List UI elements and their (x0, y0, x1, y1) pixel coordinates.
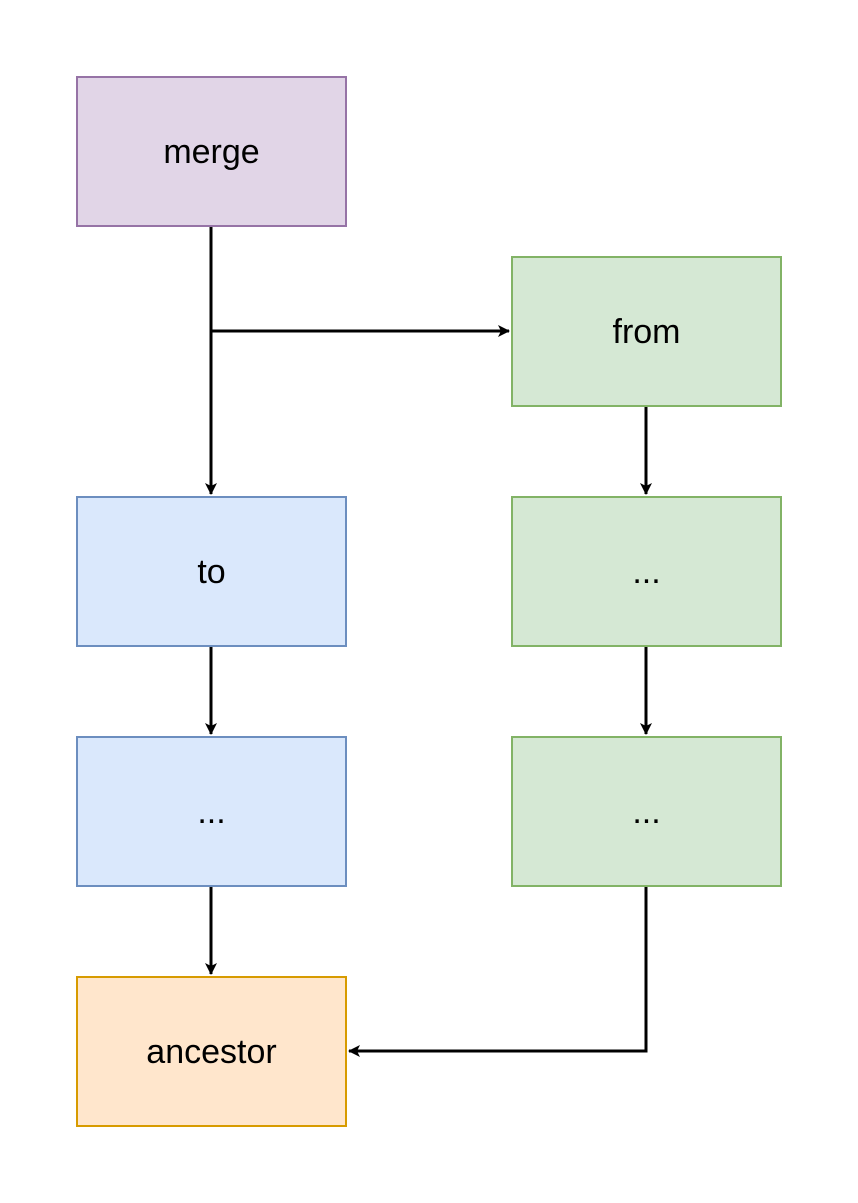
node-label: from (612, 312, 681, 351)
node-label: merge (163, 132, 260, 171)
node-label: to (197, 552, 226, 591)
node-label: ... (197, 792, 226, 831)
node-label: ... (632, 792, 661, 831)
node-label: ancestor (146, 1032, 277, 1071)
node-merge[interactable]: merge (76, 76, 347, 227)
node-to-ellipsis[interactable]: ... (76, 736, 347, 887)
node-from-ellipsis-1[interactable]: ... (511, 496, 782, 647)
node-to[interactable]: to (76, 496, 347, 647)
node-from[interactable]: from (511, 256, 782, 407)
node-label: ... (632, 552, 661, 591)
node-ancestor[interactable]: ancestor (76, 976, 347, 1127)
edge-from-3-to-ancestor (348, 887, 648, 1057)
node-from-ellipsis-2[interactable]: ... (511, 736, 782, 887)
